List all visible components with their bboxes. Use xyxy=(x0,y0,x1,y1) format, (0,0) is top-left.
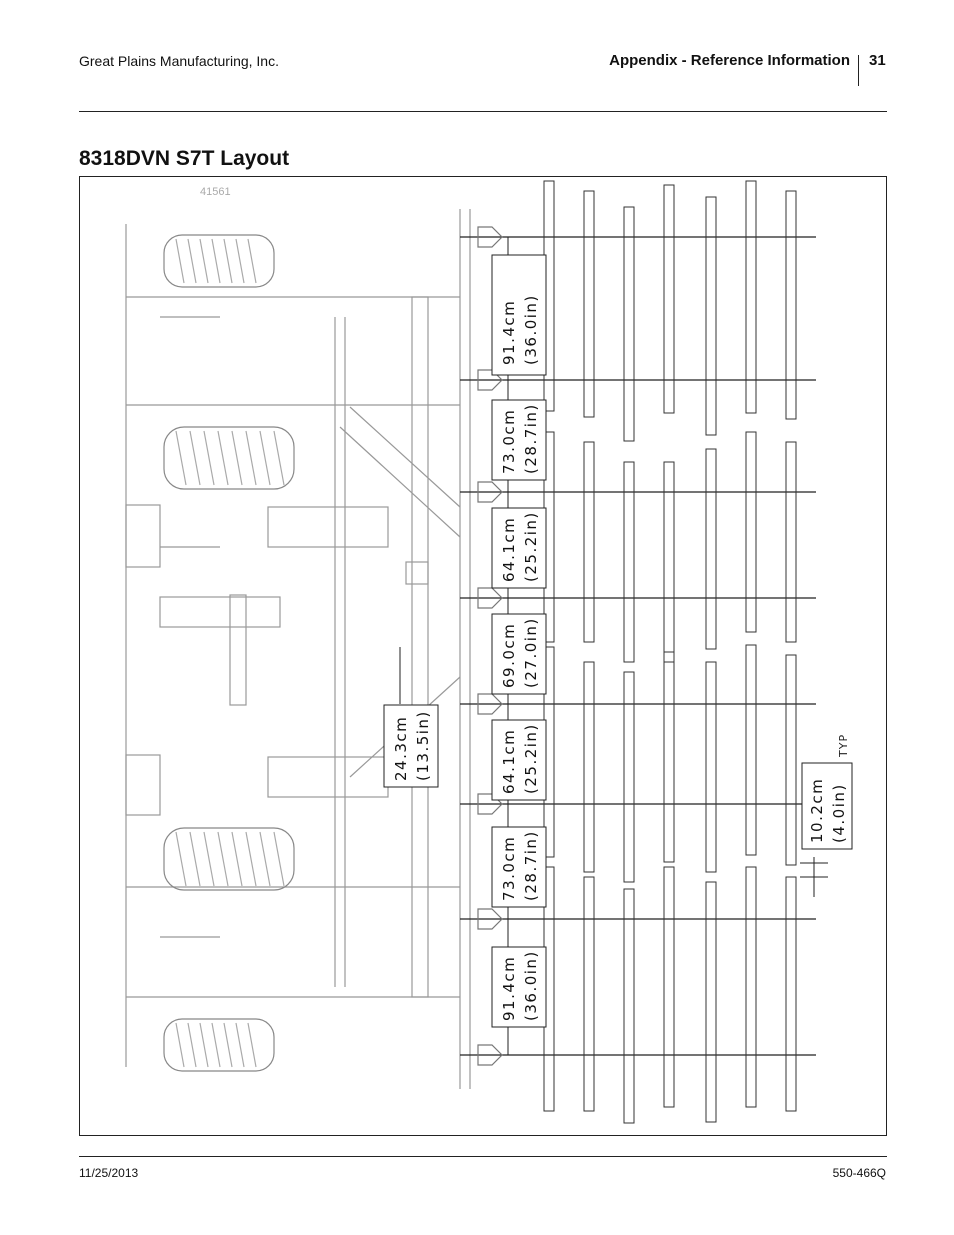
dim-tooth-metric: 10.2cm xyxy=(808,778,826,843)
tine-bars xyxy=(543,180,797,1124)
dim-5-imperial: (25.2in) xyxy=(522,723,540,794)
dim-4-imperial: (27.0in) xyxy=(522,617,540,688)
dim-1-imperial: (36.0in) xyxy=(522,294,540,365)
transport-wheels xyxy=(163,234,295,1072)
dim-6: 73.0cm (28.7in) xyxy=(491,826,547,908)
dim-3-imperial: (25.2in) xyxy=(522,511,540,582)
dim-7-imperial: (36.0in) xyxy=(522,950,540,1021)
dim-6-metric: 73.0cm xyxy=(500,836,518,901)
dim-2-metric: 73.0cm xyxy=(500,409,518,474)
dimension-lines xyxy=(399,237,828,1055)
dim-center-imperial: (13.5in) xyxy=(414,710,432,781)
dim-center-metric: 24.3cm xyxy=(392,716,410,781)
dim-1-metric: 91.4cm xyxy=(500,300,518,365)
dim-3-metric: 64.1cm xyxy=(500,517,518,582)
page-number: 31 xyxy=(869,52,886,69)
figure-frame xyxy=(79,176,887,1136)
layout-drawing: 91.4cm (36.0in) 73.0cm (28.7in) 64.1cm (… xyxy=(125,180,853,1124)
dim-7: 91.4cm (36.0in) xyxy=(491,946,547,1028)
figure-id: 41561 xyxy=(200,186,231,198)
header-section-title: Appendix - Reference Information xyxy=(609,52,850,69)
header-company: Great Plains Manufacturing, Inc. xyxy=(79,53,279,69)
dim-5-metric: 64.1cm xyxy=(500,729,518,794)
page-title: 8318DVN S7T Layout xyxy=(79,147,290,170)
footer-doc-number: 550-466Q xyxy=(832,1166,886,1180)
frame-structure xyxy=(125,209,471,1089)
dim-7-metric: 91.4cm xyxy=(500,956,518,1021)
dim-5: 64.1cm (25.2in) xyxy=(491,719,547,801)
dim-6-imperial: (28.7in) xyxy=(522,830,540,901)
dim-4: 69.0cm (27.0in) xyxy=(491,613,547,695)
header-divider xyxy=(858,55,859,86)
dim-center: 24.3cm (13.5in) xyxy=(383,704,439,788)
footer-rule xyxy=(79,1156,887,1157)
typ-note: TYP xyxy=(837,734,850,758)
dim-4-metric: 69.0cm xyxy=(500,623,518,688)
dim-2: 73.0cm (28.7in) xyxy=(491,399,547,481)
ripper-shanks xyxy=(460,226,816,1066)
dimension-labels: 91.4cm (36.0in) 73.0cm (28.7in) 64.1cm (… xyxy=(383,254,853,1028)
dim-3: 64.1cm (25.2in) xyxy=(491,507,547,589)
dim-tooth-imperial: (4.0in) xyxy=(830,783,848,843)
footer-date: 11/25/2013 xyxy=(79,1166,139,1180)
dim-1: 91.4cm (36.0in) xyxy=(491,254,547,376)
header-rule xyxy=(79,111,887,112)
dim-2-imperial: (28.7in) xyxy=(522,403,540,474)
dim-tooth: 10.2cm (4.0in) xyxy=(801,762,853,850)
